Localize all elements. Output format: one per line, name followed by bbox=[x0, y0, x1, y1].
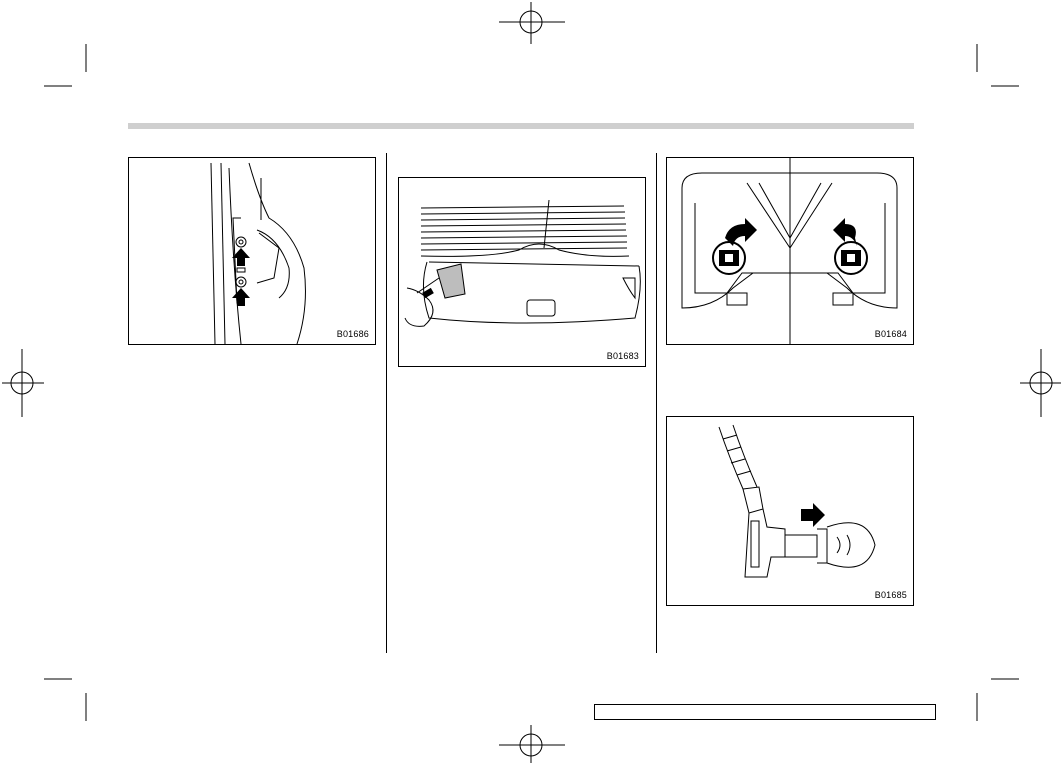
figure-b01683: B01683 bbox=[398, 177, 646, 367]
figure-b01684: B01684 bbox=[666, 157, 914, 345]
figure-b01683-illustration bbox=[404, 199, 641, 327]
figure-b01684-illustration bbox=[681, 158, 898, 344]
figure-b01685-illustration bbox=[718, 424, 876, 578]
bulb-socket-left bbox=[712, 241, 746, 275]
arrow-up-icon bbox=[232, 248, 250, 306]
figure-code: B01683 bbox=[606, 351, 639, 361]
figure-b01686: B01686 bbox=[128, 157, 376, 345]
rotate-arrow-icon bbox=[725, 218, 857, 246]
figure-b01686-illustration bbox=[210, 162, 306, 344]
figure-code: B01686 bbox=[336, 329, 369, 339]
registration-mark-left bbox=[2, 349, 44, 417]
bulb-socket-right bbox=[834, 241, 868, 275]
footer-box bbox=[594, 704, 936, 720]
figure-code: B01684 bbox=[874, 329, 907, 339]
arrow-right-icon bbox=[801, 503, 825, 527]
column-divider-left bbox=[386, 153, 387, 653]
figure-b01685: B01685 bbox=[666, 416, 914, 606]
registration-mark-right bbox=[1020, 349, 1061, 417]
registration-mark-top bbox=[499, 2, 565, 44]
registration-mark-bottom bbox=[499, 725, 565, 763]
header-bar bbox=[128, 123, 914, 129]
crop-marks-corners bbox=[44, 44, 1019, 721]
column-divider-right bbox=[656, 153, 657, 653]
figure-code: B01685 bbox=[874, 590, 907, 600]
